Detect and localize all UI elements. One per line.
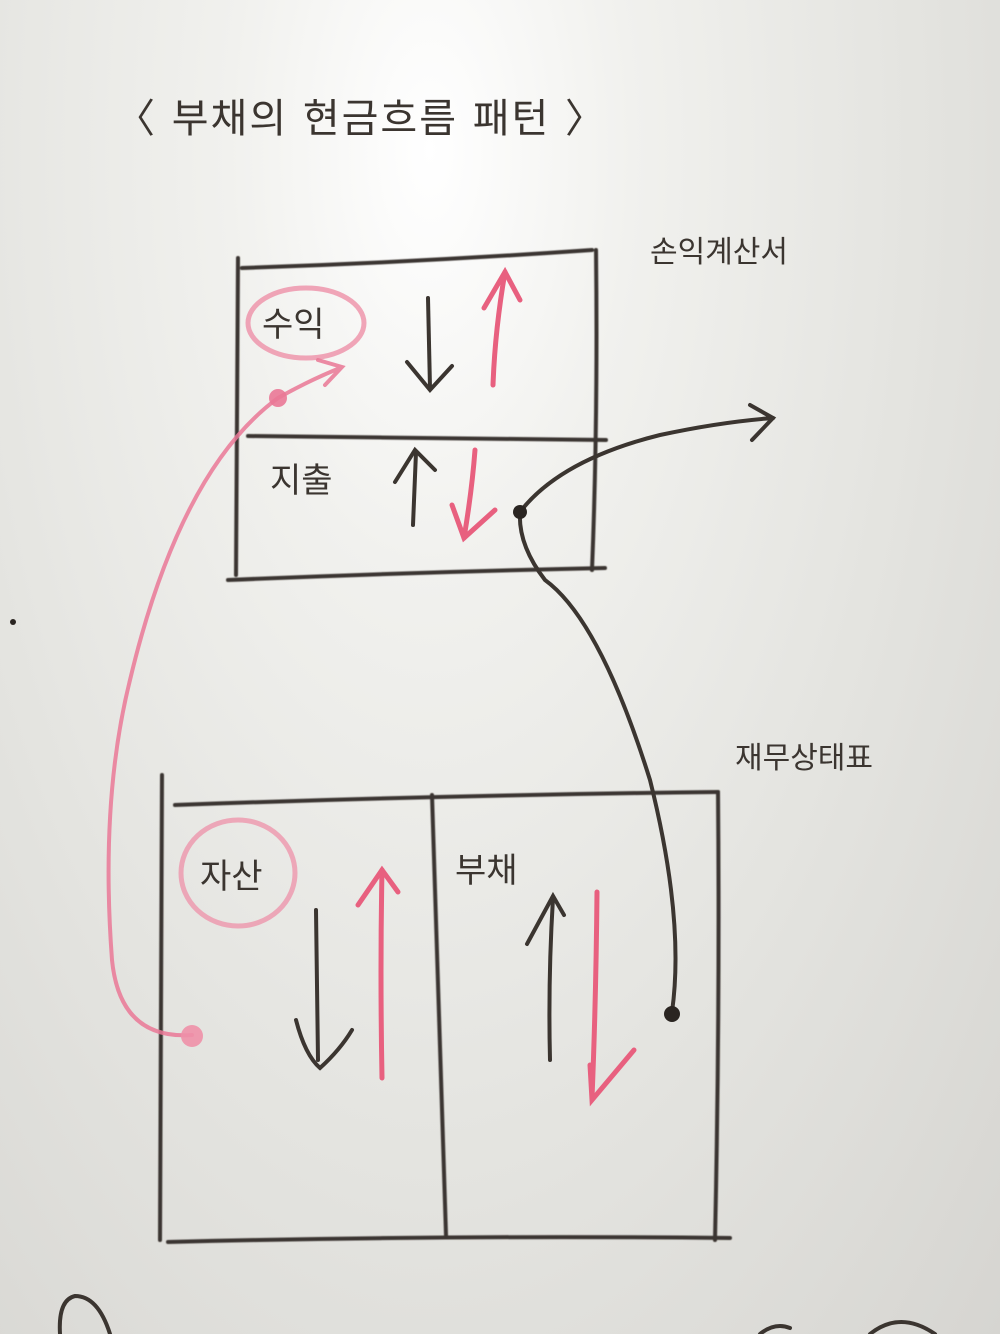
cutoff-handwriting [57, 1293, 937, 1334]
arrow-down-icon [449, 447, 498, 543]
arrow-up-icon [355, 865, 401, 1081]
income-statement-box [226, 248, 608, 582]
balance-sheet-label: 재무상태표 [735, 741, 873, 776]
arrow-down-icon [294, 908, 354, 1071]
circle-highlight [178, 817, 298, 929]
arrow-up-icon [481, 266, 523, 388]
diagram-title: 〈 부채의 현금흐름 패턴 〉 [115, 96, 607, 142]
connector-liability-to-expense [517, 403, 777, 1014]
expense-label: 지출 [270, 461, 333, 501]
arrow-down-icon [405, 296, 454, 394]
balance-sheet-box [158, 773, 732, 1244]
asset-label: 자산 [200, 857, 263, 897]
circle-highlight [245, 285, 367, 361]
liability-label: 부채 [455, 851, 518, 891]
connector-dot [269, 389, 287, 407]
arrow-up-icon [393, 446, 437, 527]
stray-mark [10, 619, 16, 625]
arrow-down-icon [587, 889, 637, 1107]
revenue-label: 수익 [262, 305, 325, 345]
connector-dot [664, 1006, 680, 1022]
income-statement-label: 손익계산서 [650, 235, 788, 270]
connector-dot [513, 505, 527, 519]
arrow-up-icon [525, 891, 566, 1062]
connector-dot [181, 1025, 203, 1047]
